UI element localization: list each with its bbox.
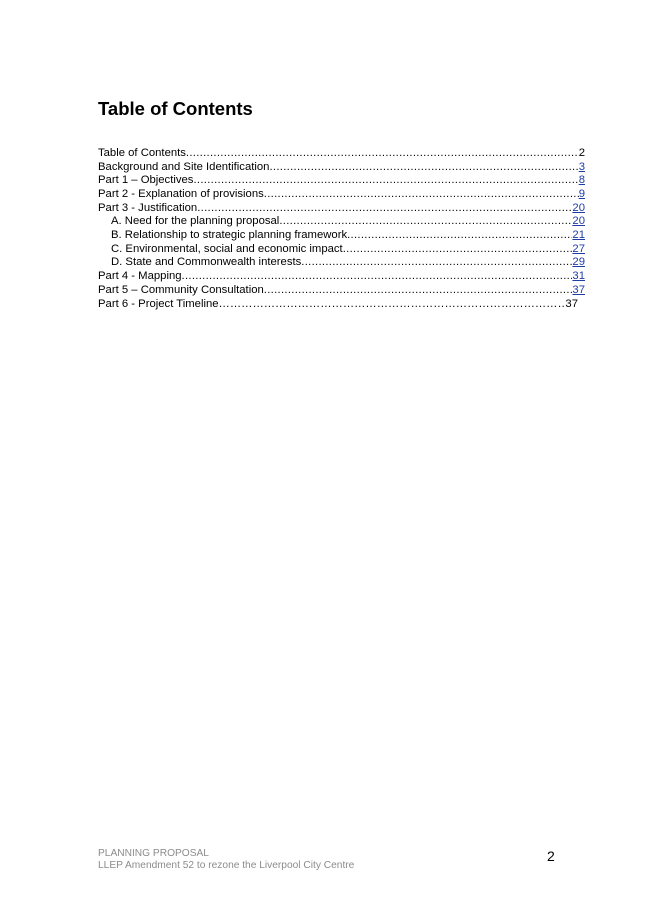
toc-subentry[interactable]: B. Relationship to strategic planning fr… — [98, 229, 585, 243]
dot-leader — [219, 298, 566, 312]
toc-entry-page-link[interactable]: 8 — [578, 174, 585, 187]
table-of-contents: Table of Contents 2 Background and Site … — [98, 147, 585, 311]
toc-entry-page-link[interactable]: 31 — [572, 270, 585, 283]
toc-entry-label: Table of Contents — [98, 146, 186, 159]
toc-subentry[interactable]: D. State and Commonwealth interests 29 — [98, 256, 585, 271]
toc-entry-label: Background and Site Identification — [98, 160, 270, 173]
footer-subtitle: LLEP Amendment 52 to rezone the Liverpoo… — [98, 860, 355, 871]
dot-leader — [343, 243, 573, 257]
toc-entry: Part 6 - Project Timeline 37 — [98, 298, 578, 312]
toc-entry[interactable]: Part 3 - Justification 20 — [98, 202, 585, 216]
toc-entry-label: Part 4 - Mapping — [98, 270, 182, 283]
dot-leader — [193, 174, 578, 188]
toc-entry-label: Part 5 – Community Consultation — [98, 283, 264, 296]
toc-entry-page-link[interactable]: 9 — [578, 188, 585, 201]
toc-entry[interactable]: Background and Site Identification 3 — [98, 161, 585, 175]
toc-entry-page-link[interactable]: 20 — [572, 215, 585, 228]
page-number: 2 — [547, 848, 555, 864]
dot-leader — [264, 188, 579, 202]
toc-entry[interactable]: Part 1 – Objectives 8 — [98, 174, 585, 188]
toc-entry-page-link[interactable]: 37 — [572, 283, 585, 296]
toc-entry-label: C. Environmental, social and economic im… — [111, 242, 343, 255]
toc-entry-label: Part 3 - Justification — [98, 201, 198, 214]
toc-subentry[interactable]: C. Environmental, social and economic im… — [98, 243, 585, 257]
page-footer: PLANNING PROPOSAL LLEP Amendment 52 to r… — [98, 848, 354, 872]
dot-leader — [197, 202, 572, 216]
toc-entry[interactable]: Part 4 - Mapping 31 — [98, 270, 585, 284]
footer-title: PLANNING PROPOSAL — [98, 848, 209, 859]
dot-leader — [301, 256, 572, 270]
toc-entry-label: A. Need for the planning proposal — [111, 215, 280, 228]
toc-entry-label: Part 2 - Explanation of provisions — [98, 188, 264, 201]
toc-entry-page-link[interactable]: 21 — [572, 229, 585, 242]
toc-entry-page: 2 — [578, 146, 585, 159]
toc-entry-page: 37 — [565, 297, 578, 310]
toc-entry-label: Part 1 – Objectives — [98, 174, 194, 187]
toc-entry-page-link[interactable]: 27 — [572, 242, 585, 255]
toc-subentry[interactable]: A. Need for the planning proposal 20 — [98, 215, 585, 229]
toc-entry[interactable]: Table of Contents 2 — [98, 147, 585, 161]
toc-entry-label: B. Relationship to strategic planning fr… — [111, 229, 348, 242]
dot-leader — [186, 147, 579, 161]
toc-entry-page-link[interactable]: 3 — [578, 160, 585, 173]
dot-leader — [347, 229, 572, 243]
toc-entry[interactable]: Part 2 - Explanation of provisions 9 — [98, 188, 585, 202]
toc-entry-page-link[interactable]: 20 — [572, 201, 585, 214]
toc-entry-label: Part 6 - Project Timeline — [98, 297, 219, 310]
dot-leader — [279, 215, 572, 229]
toc-entry-page-link[interactable]: 29 — [572, 256, 585, 269]
toc-entry[interactable]: Part 5 – Community Consultation 37 — [98, 284, 585, 298]
dot-leader — [269, 161, 578, 175]
dot-leader — [264, 284, 573, 298]
page-heading: Table of Contents — [98, 98, 253, 119]
toc-entry-label: D. State and Commonwealth interests — [111, 256, 302, 269]
dot-leader — [182, 270, 573, 284]
